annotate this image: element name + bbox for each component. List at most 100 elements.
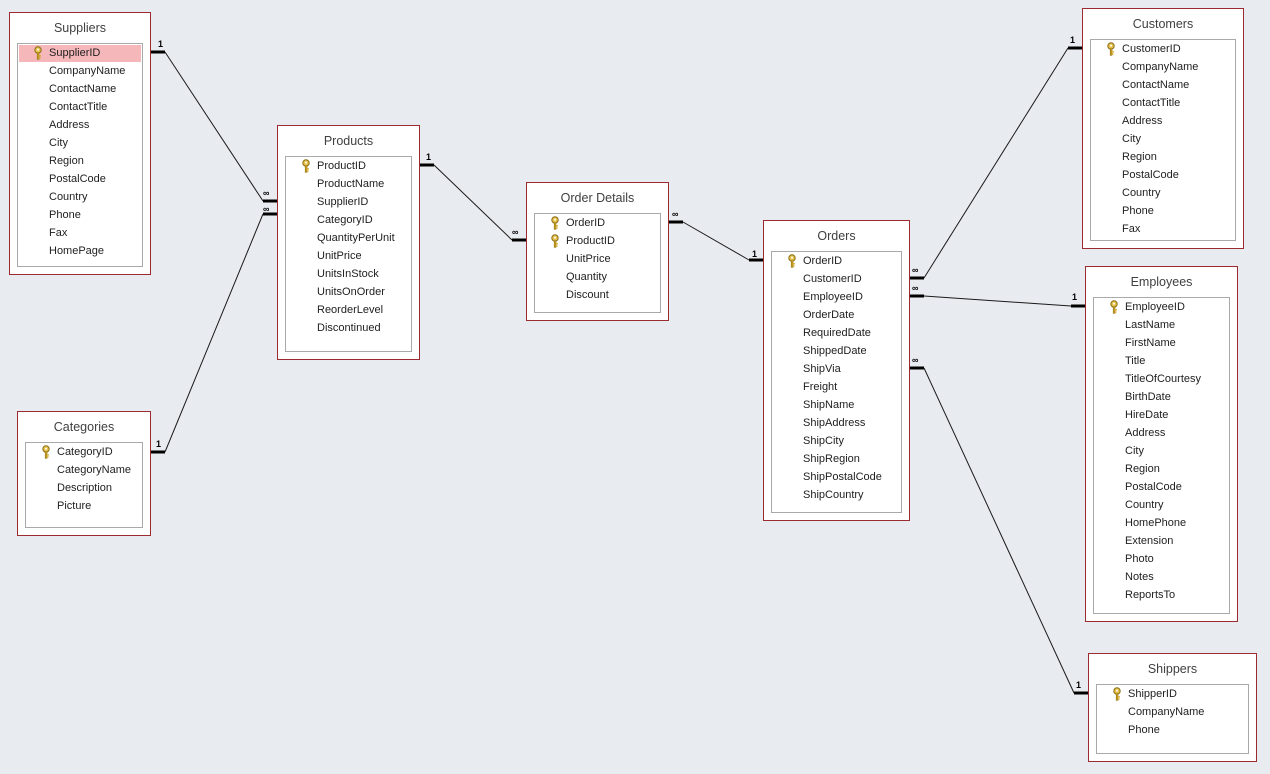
field-row[interactable]: Title (1094, 352, 1229, 370)
field-row[interactable]: Region (18, 152, 142, 170)
table-title[interactable]: Categories (53, 420, 115, 434)
field-row[interactable]: Country (1094, 496, 1229, 514)
field-row[interactable]: ProductName (286, 175, 411, 193)
field-row[interactable]: Fax (18, 224, 142, 242)
field-row[interactable]: CompanyName (1091, 58, 1235, 76)
field-row[interactable]: Address (1091, 112, 1235, 130)
field-row[interactable]: Country (1091, 184, 1235, 202)
relationship-order-details-orders[interactable]: ∞1 (669, 209, 763, 262)
field-row[interactable]: HomePhone (1094, 514, 1229, 532)
field-row[interactable]: RequiredDate (772, 324, 901, 342)
relationship-suppliers-products[interactable]: 1∞ (151, 39, 277, 203)
field-row[interactable]: ContactTitle (1091, 94, 1235, 112)
relationship-categories-products[interactable]: 1∞ (151, 204, 277, 454)
table-title[interactable]: Orders (817, 229, 856, 243)
field-row[interactable]: Discontinued (286, 319, 411, 337)
field-row[interactable]: Phone (1091, 202, 1235, 220)
field-row[interactable]: Picture (26, 497, 142, 515)
field-row[interactable]: CategoryID (286, 211, 411, 229)
field-row[interactable]: CustomerID (1091, 40, 1235, 58)
field-row[interactable]: UnitPrice (535, 250, 660, 268)
field-row[interactable]: CategoryName (26, 461, 142, 479)
field-row[interactable]: Notes (1094, 568, 1229, 586)
field-row[interactable]: EmployeeID (772, 288, 901, 306)
field-row[interactable]: HireDate (1094, 406, 1229, 424)
field-row[interactable]: OrderID (535, 214, 660, 232)
field-row[interactable]: City (1091, 130, 1235, 148)
table-title[interactable]: Employees (1130, 275, 1193, 289)
field-row[interactable]: Extension (1094, 532, 1229, 550)
relationship-orders-employees[interactable]: ∞1 (910, 283, 1085, 308)
field-row[interactable]: EmployeeID (1094, 298, 1229, 316)
field-row[interactable]: Freight (772, 378, 901, 396)
field-row[interactable]: PostalCode (1094, 478, 1229, 496)
field-row[interactable]: ContactName (1091, 76, 1235, 94)
field-row[interactable]: LastName (1094, 316, 1229, 334)
field-row[interactable]: Description (26, 479, 142, 497)
field-row[interactable]: Phone (18, 206, 142, 224)
relationship-products-order-details[interactable]: 1∞ (420, 152, 526, 242)
field-row[interactable]: OrderDate (772, 306, 901, 324)
relationship-orders-customers[interactable]: ∞1 (910, 35, 1082, 280)
field-row[interactable]: OrderID (772, 252, 901, 270)
field-row[interactable]: ReportsTo (1094, 586, 1229, 604)
field-row[interactable]: PostalCode (1091, 166, 1235, 184)
table-title[interactable]: Customers (1132, 17, 1194, 31)
field-row[interactable]: Region (1094, 460, 1229, 478)
field-row[interactable]: PostalCode (18, 170, 142, 188)
field-row[interactable]: Address (18, 116, 142, 134)
table-title[interactable]: Shippers (1147, 662, 1198, 676)
table-title[interactable]: Products (323, 134, 374, 148)
field-row[interactable]: FirstName (1094, 334, 1229, 352)
field-row[interactable]: City (18, 134, 142, 152)
field-row[interactable]: UnitPrice (286, 247, 411, 265)
field-row[interactable]: Region (1091, 148, 1235, 166)
table-title[interactable]: Suppliers (53, 21, 107, 35)
field-row[interactable]: ShipName (772, 396, 901, 414)
field-row[interactable]: ShippedDate (772, 342, 901, 360)
field-row[interactable]: UnitsOnOrder (286, 283, 411, 301)
field-row[interactable]: Quantity (535, 268, 660, 286)
field-row[interactable]: BirthDate (1094, 388, 1229, 406)
field-row[interactable]: ShipRegion (772, 450, 901, 468)
field-row[interactable]: ContactName (18, 80, 142, 98)
field-row[interactable]: UnitsInStock (286, 265, 411, 283)
field-row[interactable]: ShipPostalCode (772, 468, 901, 486)
field-row[interactable]: ShipAddress (772, 414, 901, 432)
field-row[interactable]: ContactTitle (18, 98, 142, 116)
field-row[interactable]: SupplierID (19, 45, 141, 62)
field-row[interactable]: Photo (1094, 550, 1229, 568)
field-row[interactable]: CompanyName (1097, 703, 1248, 721)
field-row[interactable]: Discount (535, 286, 660, 304)
field-row[interactable]: Address (1094, 424, 1229, 442)
field-row[interactable]: ProductID (286, 157, 411, 175)
field-row[interactable]: ShipCountry (772, 486, 901, 504)
field-row[interactable]: CategoryID (26, 443, 142, 461)
field-row[interactable]: TitleOfCourtesy (1094, 370, 1229, 388)
field-row[interactable]: QuantityPerUnit (286, 229, 411, 247)
field-row[interactable]: Phone (1097, 721, 1248, 739)
relationship-orders-shippers[interactable]: ∞1 (910, 355, 1088, 695)
field-row[interactable]: SupplierID (286, 193, 411, 211)
field-row[interactable]: Country (18, 188, 142, 206)
field-row[interactable]: ReorderLevel (286, 301, 411, 319)
field-row[interactable]: City (1094, 442, 1229, 460)
field-row[interactable]: Fax (1091, 220, 1235, 238)
field-row[interactable]: HomePage (18, 242, 142, 260)
